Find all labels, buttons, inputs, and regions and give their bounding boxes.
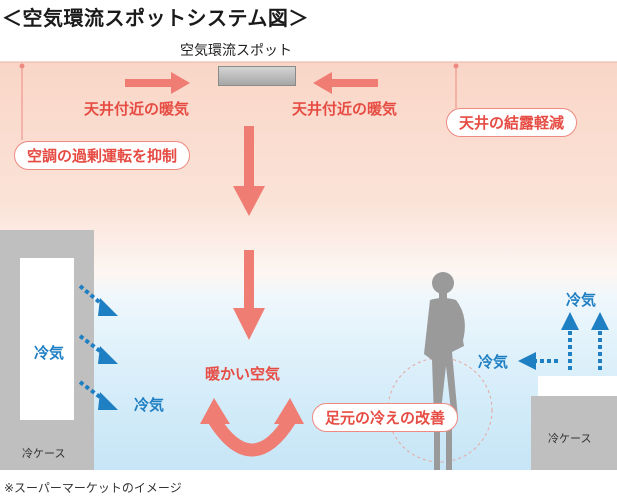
- warm-arrow-down-lower: [233, 250, 265, 340]
- warm-arrow-right: [313, 72, 378, 94]
- benefit-pill-feet-cold: 足元の冷えの改善: [312, 403, 459, 432]
- cold-case-right-top: [538, 376, 617, 396]
- cold-arrows-right: [534, 328, 602, 370]
- benefit-pill-ac-overload: 空調の過剰運転を抑制: [14, 141, 191, 170]
- cold-arrowheads-left: [98, 298, 118, 410]
- cold-case-right-label: 冷ケース: [548, 432, 592, 445]
- warm-arrow-left: [125, 72, 190, 94]
- cold-air-label-right-top: 冷気: [566, 291, 597, 309]
- page-title: ＜空気環流スポットシステム図＞: [2, 6, 309, 30]
- circulation-arrow-head-right: [274, 398, 304, 424]
- warm-air-label-center: 暖かい空気: [205, 365, 281, 383]
- cold-arrowheads-right: [518, 312, 609, 370]
- cold-case-right-body: [531, 396, 617, 470]
- person-silhouette: [424, 272, 465, 470]
- cold-air-label-inside: 冷気: [34, 344, 65, 362]
- cold-air-label-outside: 冷気: [134, 396, 165, 414]
- warm-air-label-right: 天井付近の暖気: [292, 100, 398, 118]
- cold-air-label-right-side: 冷気: [478, 353, 509, 371]
- benefit-pill-condensation: 天井の結露軽減: [446, 108, 578, 137]
- spot-unit-device: [218, 66, 296, 86]
- cold-case-left-label: 冷ケース: [22, 447, 66, 460]
- circulation-arrow-curve: [208, 416, 296, 457]
- cold-case-left-window: [20, 258, 74, 420]
- leader-dot-left: [19, 63, 25, 69]
- warm-air-label-left: 天井付近の暖気: [84, 100, 190, 118]
- leader-dot-right: [453, 63, 459, 69]
- circulation-arrow-head-left: [200, 398, 230, 424]
- spot-unit-label: 空気環流スポット: [180, 43, 292, 59]
- footnote: ※スーパーマーケットのイメージ: [4, 481, 182, 495]
- warm-arrow-down-upper: [233, 126, 265, 216]
